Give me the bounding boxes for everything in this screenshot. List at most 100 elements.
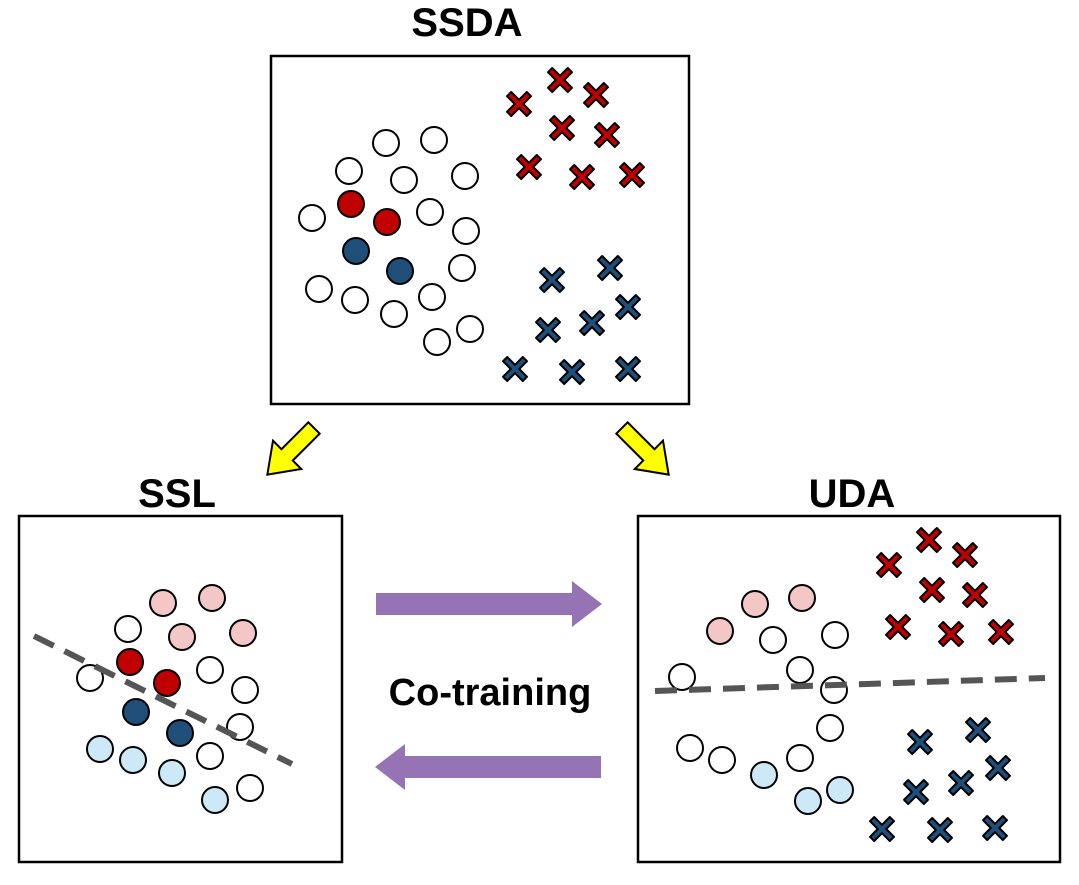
split-arrows xyxy=(266,420,670,476)
pseudo-blue-sample xyxy=(158,759,186,787)
unlabeled-sample xyxy=(196,742,224,770)
ssl-decision-boundary xyxy=(32,633,294,767)
unlabeled-sample xyxy=(423,328,451,356)
uda-title: UDA xyxy=(809,472,896,516)
labeled-blue-sample xyxy=(166,719,194,747)
unlabeled-sample xyxy=(708,746,736,774)
unlabeled-sample xyxy=(668,663,696,691)
pseudo-blue-sample xyxy=(86,735,114,763)
uda-decision-boundary xyxy=(654,675,1046,694)
unlabeled-sample xyxy=(448,254,476,282)
source-red-sample xyxy=(583,82,609,108)
unlabeled-sample xyxy=(821,621,849,649)
pseudo-red-sample xyxy=(788,584,816,612)
source-red-sample xyxy=(919,577,945,603)
unlabeled-sample xyxy=(114,615,142,643)
source-blue-sample xyxy=(869,816,895,842)
unlabeled-sample xyxy=(786,656,814,684)
unlabeled-sample xyxy=(451,162,479,190)
unlabeled-sample xyxy=(380,300,408,328)
unlabeled-sample xyxy=(390,166,418,194)
labeled-blue-sample xyxy=(342,237,370,265)
unlabeled-sample xyxy=(298,204,326,232)
labeled-red-sample xyxy=(337,190,365,218)
labeled-red-sample xyxy=(153,669,181,697)
source-blue-sample xyxy=(907,729,933,755)
ssda-panel xyxy=(269,54,691,406)
unlabeled-sample xyxy=(816,714,844,742)
source-blue-sample xyxy=(985,755,1011,781)
ssda-samples xyxy=(298,67,645,385)
labeled-red-sample xyxy=(116,648,144,676)
source-blue-sample xyxy=(597,255,623,281)
source-red-sample xyxy=(876,552,902,578)
unlabeled-sample xyxy=(341,286,369,314)
yellow-arrow-to-uda-icon xyxy=(614,420,670,476)
source-red-sample xyxy=(506,91,532,117)
pseudo-blue-sample xyxy=(119,746,147,774)
unlabeled-sample xyxy=(372,129,400,157)
unlabeled-sample xyxy=(676,734,704,762)
source-red-sample xyxy=(916,527,942,553)
source-blue-sample xyxy=(927,817,953,843)
source-red-sample xyxy=(952,542,978,568)
pseudo-blue-sample xyxy=(794,787,822,815)
labeled-blue-sample xyxy=(122,698,150,726)
unlabeled-sample xyxy=(236,774,264,802)
source-blue-sample xyxy=(539,267,565,293)
unlabeled-sample xyxy=(305,275,333,303)
unlabeled-sample xyxy=(196,656,224,684)
source-red-sample xyxy=(962,582,988,608)
ssda-title: SSDA xyxy=(411,1,522,45)
pseudo-red-sample xyxy=(229,619,257,647)
pseudo-blue-sample xyxy=(826,776,854,804)
source-blue-sample xyxy=(903,779,929,805)
source-blue-sample xyxy=(579,310,605,336)
yellow-arrow-to-ssl-icon xyxy=(266,420,322,476)
unlabeled-sample xyxy=(452,217,480,245)
pseudo-red-sample xyxy=(168,623,196,651)
unlabeled-sample xyxy=(456,315,484,343)
labeled-blue-sample xyxy=(386,257,414,285)
pseudo-blue-sample xyxy=(750,761,778,789)
source-red-sample xyxy=(988,619,1014,645)
source-blue-sample xyxy=(559,359,585,385)
purple-arrow-left-icon xyxy=(375,744,601,790)
unlabeled-sample xyxy=(820,676,848,704)
pseudo-red-sample xyxy=(706,617,734,645)
source-red-sample xyxy=(594,122,620,148)
source-red-sample xyxy=(569,164,595,190)
pseudo-blue-sample xyxy=(201,786,229,814)
pseudo-red-sample xyxy=(741,590,769,618)
unlabeled-sample xyxy=(759,626,787,654)
source-blue-sample xyxy=(965,717,991,743)
uda-samples xyxy=(668,527,1014,843)
ssl-panel xyxy=(17,514,344,864)
unlabeled-sample xyxy=(231,676,259,704)
source-red-sample xyxy=(516,154,542,180)
cotraining-label: Co-training xyxy=(389,672,592,714)
source-red-sample xyxy=(619,162,645,188)
source-blue-sample xyxy=(615,356,641,382)
source-blue-sample xyxy=(615,294,641,320)
source-blue-sample xyxy=(535,317,561,343)
source-red-sample xyxy=(547,67,573,93)
source-blue-sample xyxy=(502,356,528,382)
source-blue-sample xyxy=(982,815,1008,841)
ssl-title: SSL xyxy=(138,472,216,516)
unlabeled-sample xyxy=(420,126,448,154)
source-red-sample xyxy=(885,614,911,640)
unlabeled-sample xyxy=(416,198,444,226)
unlabeled-sample xyxy=(786,744,814,772)
pseudo-red-sample xyxy=(198,584,226,612)
purple-arrow-right-icon xyxy=(376,581,602,627)
source-red-sample xyxy=(549,115,575,141)
ssl-samples xyxy=(76,584,264,814)
labeled-red-sample xyxy=(373,208,401,236)
cotraining-arrows xyxy=(375,581,602,790)
unlabeled-sample xyxy=(335,157,363,185)
pseudo-red-sample xyxy=(149,589,177,617)
unlabeled-sample xyxy=(418,283,446,311)
unlabeled-sample xyxy=(76,664,104,692)
